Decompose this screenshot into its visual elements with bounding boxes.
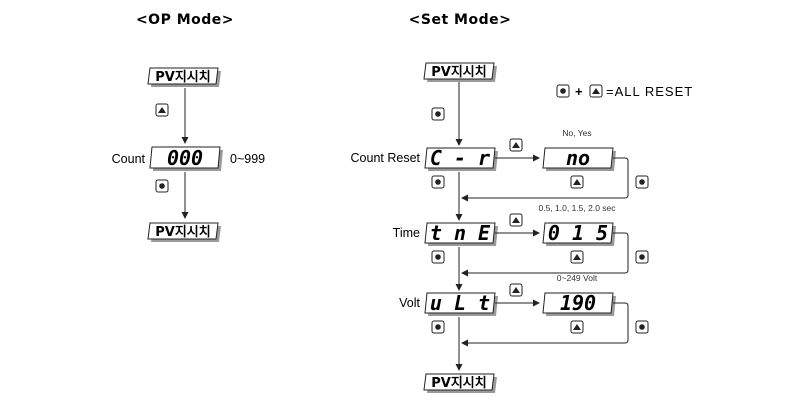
row-volt-up-key-icon: [509, 283, 523, 297]
row-volt-return-set-key-icon: [635, 320, 649, 334]
legend-set-key-icon: [556, 84, 570, 98]
set-first-set-key-icon: [431, 107, 445, 121]
row-time-return-set-key-icon: [635, 250, 649, 264]
row-volt-code: u L t: [430, 291, 490, 315]
row-time-label: Time: [393, 226, 420, 240]
row-volt-set-key-icon: [431, 320, 445, 334]
row-count-reset-value: no: [566, 146, 590, 170]
row-count-reset-value-up-key-icon: [570, 175, 584, 189]
row-count-reset-code-display: C - r: [424, 146, 498, 171]
set-mode-title: <Set Mode>: [409, 12, 512, 28]
op-count-label: Count: [112, 152, 146, 166]
op-count-range: 0~999: [230, 152, 265, 166]
op-pv-top-label: PV지시치: [155, 69, 210, 85]
row-time-value-up-key-icon: [570, 250, 584, 264]
row-count-reset-up-key-icon: [509, 138, 523, 152]
op-mode-title: <OP Mode>: [136, 12, 234, 28]
row-time-code-display: t n E: [424, 221, 498, 246]
row-volt-code-display: u L t: [424, 291, 498, 316]
set-pv-top-label: PV지시치: [431, 64, 486, 80]
row-count-reset-value-display: no: [542, 146, 616, 171]
legend-all-reset-text: =ALL RESET: [606, 84, 693, 99]
row-count-reset-set-key-icon: [431, 175, 445, 189]
row-time-up-key-icon: [509, 213, 523, 227]
op-count-display: 000: [149, 146, 223, 171]
set-pv-bottom-label: PV지시치: [431, 375, 486, 391]
row-time-set-key-icon: [431, 250, 445, 264]
op-count-value: 000: [167, 146, 203, 170]
set-pv-top-box: PV지시치: [423, 62, 497, 82]
row-time-value: 0 1 5: [548, 221, 608, 245]
op-up-key-icon: [155, 103, 169, 117]
op-pv-bottom-box: PV지시치: [147, 222, 221, 242]
legend-plus: +: [575, 84, 584, 99]
all-reset-legend: + =ALL RESET: [556, 84, 693, 99]
row-volt-options: 0~249 Volt: [557, 273, 598, 283]
row-volt-value-display: 190: [542, 291, 616, 316]
row-count-reset-options: No, Yes: [562, 128, 591, 138]
set-pv-bottom-box: PV지시치: [423, 373, 497, 393]
row-time-options: 0.5, 1.0, 1.5, 2.0 sec: [538, 203, 616, 213]
op-pv-bottom-label: PV지시치: [155, 224, 210, 240]
row-volt-value: 190: [560, 291, 596, 315]
row-count-reset-label: Count Reset: [351, 151, 421, 165]
row-time-value-display: 0 1 5: [542, 221, 616, 246]
row-volt-value-up-key-icon: [570, 320, 584, 334]
legend-up-key-icon: [589, 84, 603, 98]
op-set-key-icon: [155, 179, 169, 193]
row-volt-label: Volt: [399, 296, 420, 310]
row-time-code: t n E: [430, 221, 491, 245]
row-count-reset-return-set-key-icon: [635, 175, 649, 189]
row-count-reset-code: C - r: [430, 146, 490, 170]
op-pv-top-box: PV지시치: [147, 67, 221, 87]
